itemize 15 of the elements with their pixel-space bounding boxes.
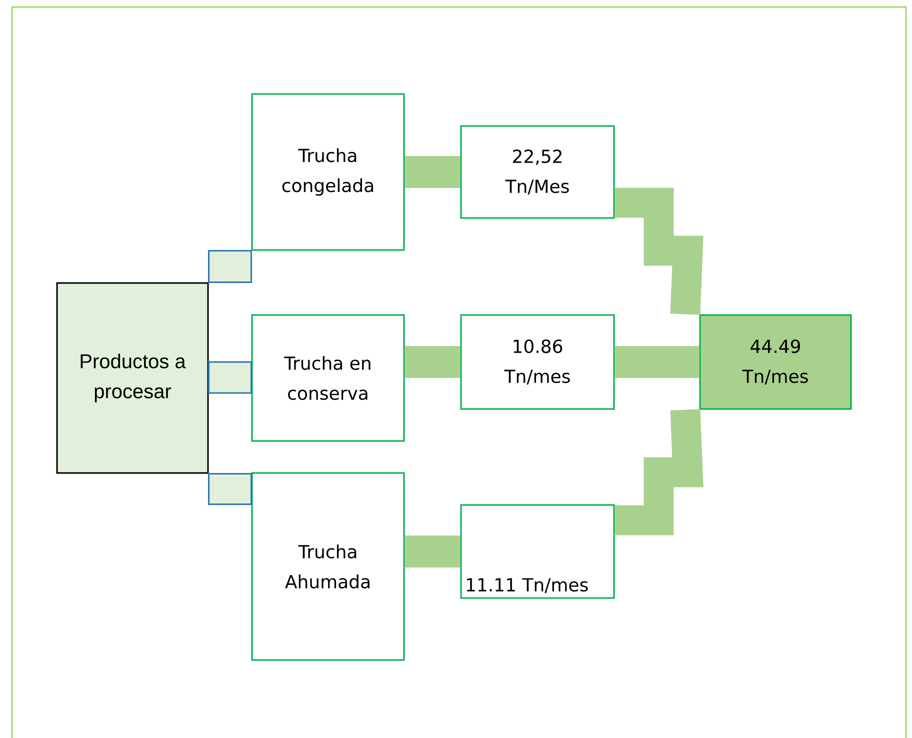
connector-bar — [404, 536, 460, 568]
product-box: Trucha Ahumada — [251, 472, 405, 661]
quantity-box: 22,52 Tn/Mes — [460, 125, 615, 219]
connector-bar — [208, 250, 252, 283]
product-box: Trucha congelada — [251, 93, 405, 251]
source-box: Productos a procesar — [56, 282, 209, 474]
connector-bar — [614, 346, 700, 378]
connector-bar — [208, 361, 252, 394]
connector-bar — [404, 156, 460, 188]
connector-bar — [404, 346, 460, 378]
connector-bar — [208, 473, 252, 505]
quantity-box: 10.86 Tn/mes — [460, 314, 615, 410]
product-box: Trucha en conserva — [251, 314, 405, 442]
quantity-box: 11.11 Tn/mes — [460, 504, 615, 599]
total-box: 44.49 Tn/mes — [699, 314, 852, 410]
